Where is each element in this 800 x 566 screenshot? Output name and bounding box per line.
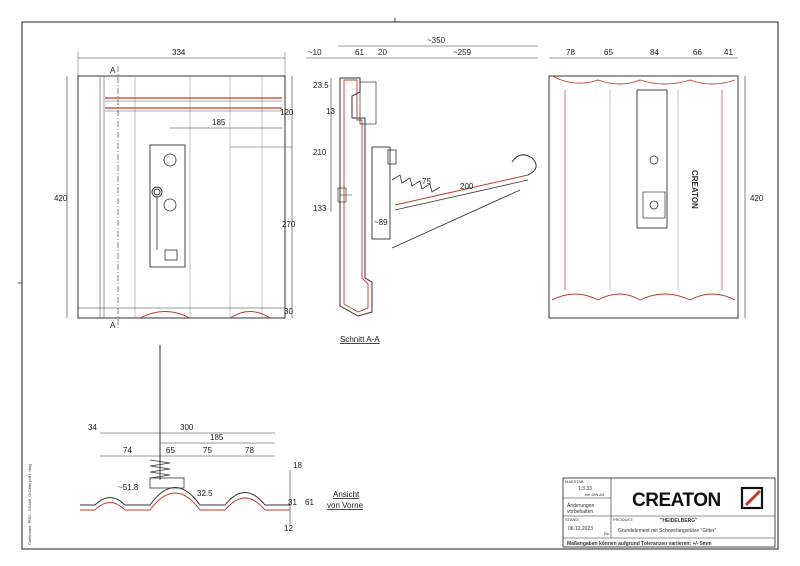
section-arm [394,174,529,206]
front-dim-34: 34 [88,423,97,432]
back-bottom-profile [551,293,736,301]
front-label-line1: Ansicht [333,490,360,499]
plan-view: A A 334 420 120 185 270 30 [54,48,296,330]
section-dim-200: 200 [460,182,474,191]
section-tile-profile [339,77,373,317]
title-block-frame [562,477,776,548]
back-bolt [649,200,659,210]
section-arm [394,179,529,211]
section-dim-350: ~350 [427,36,446,45]
product-name: "HEIDELBERG" [660,518,698,524]
front-dim-51-8: ~51.8 [118,483,139,492]
section-bracket [371,146,391,240]
front-dim-12: 12 [284,524,293,533]
section-view: ~350 ~10 61 20 ~259 23.5 13 210 133 75 2… [306,36,538,344]
plan-dim-height: 420 [54,194,68,203]
section-dim-259: ~259 [453,48,472,57]
plan-tile-nose [139,311,271,319]
back-bolt-plate [642,191,666,219]
back-dim-78: 78 [566,48,575,57]
section-tile-red [343,79,369,313]
brand-logo-mark [740,486,764,510]
section-label: Schnitt A-A [340,335,380,344]
section-hook [511,154,537,176]
front-dim-61: 61 [305,498,314,507]
front-label-line2: von Vorne [327,501,364,510]
back-top-profile [551,75,736,85]
front-dim-78: 78 [245,446,254,455]
plan-dim-270: 270 [282,220,296,229]
front-dim-18: 18 [293,461,302,470]
front-spring [149,459,171,479]
front-tile-red [80,492,290,511]
section-clip [359,81,377,125]
back-dim-41: 41 [724,48,733,57]
plan-spring [153,188,161,196]
section-mark-a-bottom: A [110,321,116,330]
section-dim-13: 13 [326,107,335,116]
back-view: CREATON 78 65 84 66 41 420 [548,48,764,319]
section-washer [337,187,347,203]
plan-spring [151,186,163,198]
section-bolt [387,149,397,165]
section-dim-10: ~10 [308,48,322,57]
scale-value: 1:3.33 [578,486,592,492]
plan-dim-185: 185 [212,118,226,127]
plan-dim-width: 334 [172,48,186,57]
front-dim-74: 74 [123,446,132,455]
product-label: PRODUKT: [613,517,633,522]
plan-dim-120: 120 [280,108,294,117]
section-mark-a-top: A [110,66,116,75]
plan-bolt [164,249,178,261]
section-spring [391,174,441,193]
scale-note: bei DIN A3 [585,492,605,497]
section-dim-23-5: 23.5 [313,81,329,90]
scale-label: MAßSTAB [565,479,584,484]
plan-bracket-plate [149,144,186,268]
section-dim-133: 133 [313,204,327,213]
plan-tile-outline [77,75,286,319]
title-block: MAßSTAB 1:3.33 bei DIN A3 Änderungen vor… [562,477,776,548]
date-suffix: Rs [604,531,609,536]
plan-dim-30: 30 [284,307,293,316]
section-dim-89: ~89 [374,218,388,227]
plan-hole [163,198,177,212]
back-bolt [649,155,659,165]
product-desc: Grundelement mit Schneefangstütze "Gitte… [618,528,717,534]
back-dim-65: 65 [604,48,613,57]
front-view: 34 300 185 74 65 75 78 ~51.8 32.5 18 31 … [80,345,364,533]
date-value: 06.12.2023 [568,526,593,532]
section-dim-75: 75 [422,177,431,186]
front-dim-75: 75 [203,446,212,455]
side-file-text: Dateiname: PRD - GS468_GrGitter.pdf / .d… [27,464,32,545]
section-dim-61: 61 [355,48,364,57]
sheet-border [21,21,779,550]
front-dim-65: 65 [166,446,175,455]
back-dim-420: 420 [750,194,764,203]
changes-line2: vorbehalten [567,509,593,515]
front-clamp [149,477,185,489]
section-dim-210: 210 [313,148,327,157]
front-dim-300-label: 300 [180,423,194,432]
front-dim-31: 31 [288,498,297,507]
back-tile-outline [548,75,739,319]
back-bracket [636,89,668,229]
changes-line1: Änderungen [567,502,594,509]
brand-logo: CREATON [632,490,721,511]
front-dim-32-5: 32.5 [197,489,213,498]
section-brace [391,189,521,249]
back-dim-84: 84 [650,48,659,57]
back-brand-mark: CREATON [690,170,699,209]
date-label: STAND: [565,517,579,522]
back-dim-66: 66 [693,48,702,57]
front-dim-185-label: 185 [210,433,224,442]
plan-hole [163,153,177,167]
footer-tolerance: Maßangaben können aufgrund Toleranzen va… [567,541,712,547]
section-dim-20: 20 [378,48,387,57]
